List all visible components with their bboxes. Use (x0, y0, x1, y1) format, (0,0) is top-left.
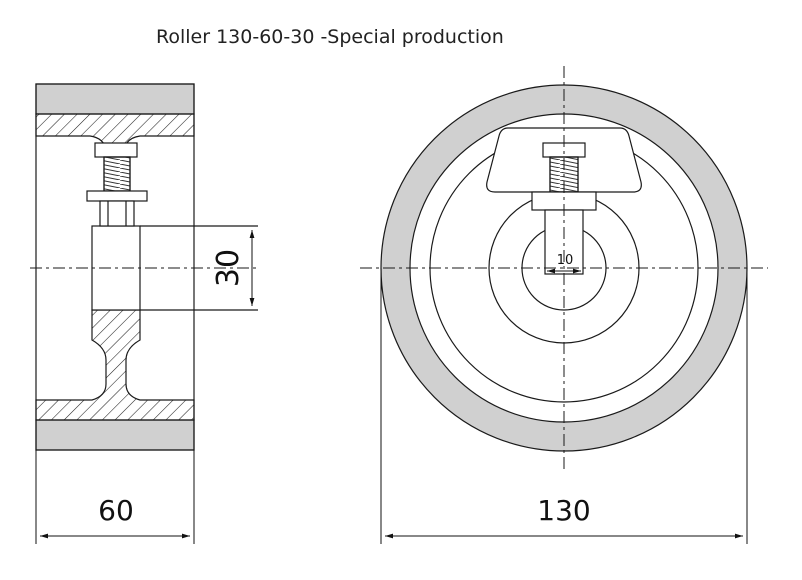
diameter-dimension-label: 130 (537, 494, 590, 527)
side-bolt-head (94, 142, 138, 158)
side-hub-bottom-section (35, 309, 195, 421)
side-outline (35, 83, 195, 451)
drawing-title: Roller 130-60-30 -Special production (156, 26, 504, 48)
side-bolt-washer (86, 190, 148, 202)
side-bolt-thread (103, 156, 131, 192)
diameter-dimension (380, 268, 748, 544)
width-dimension-label: 60 (98, 494, 134, 527)
width-dimension (35, 450, 195, 544)
side-tread-top (35, 83, 195, 115)
side-tread-bottom (35, 419, 195, 451)
side-bolt-nut (99, 200, 135, 227)
bore-dimension-label: 30 (211, 249, 246, 287)
axle-dimension-label: 10 (557, 253, 574, 268)
